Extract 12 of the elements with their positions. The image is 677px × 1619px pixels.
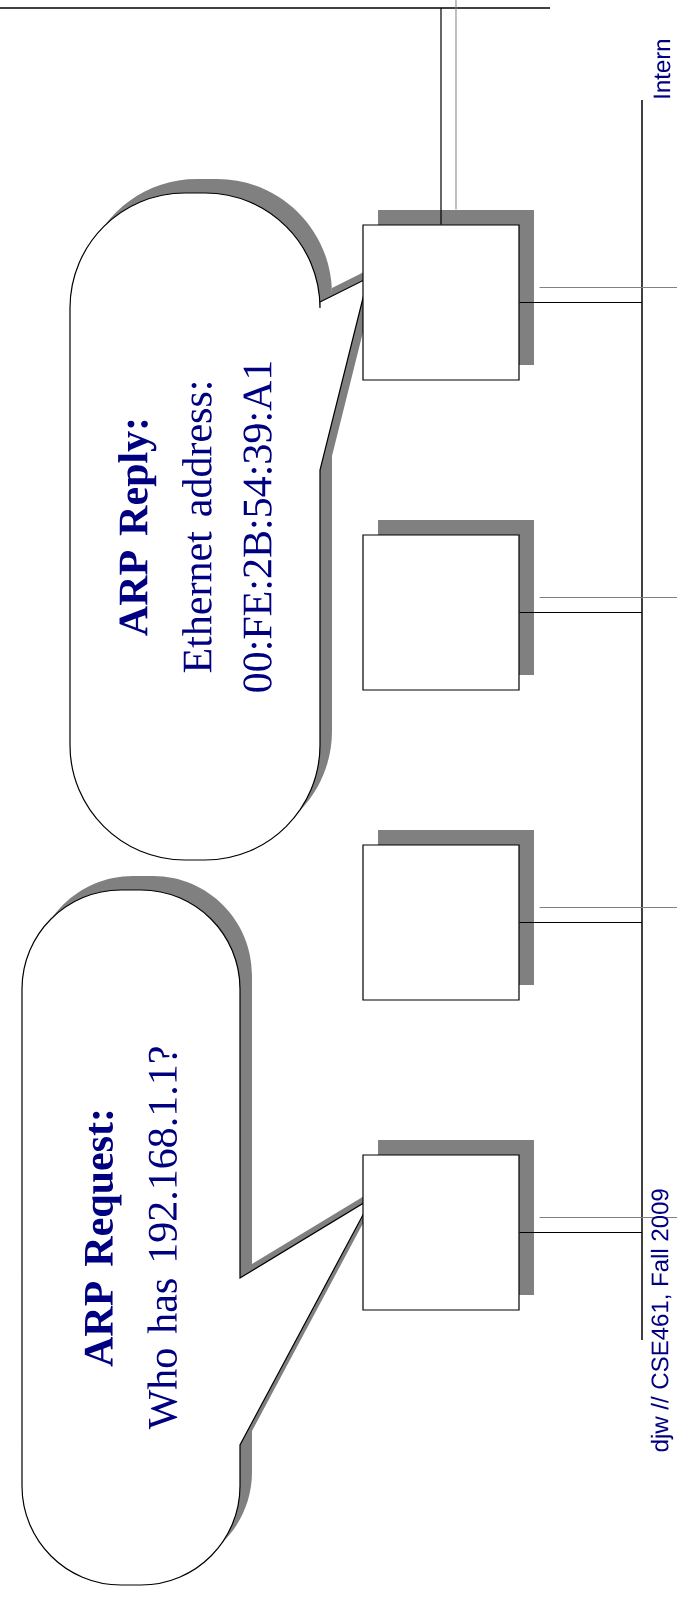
computer-box	[362, 830, 534, 1001]
speech-bubble: ARP Request: Who has 192.168.1.1?	[21, 876, 384, 1586]
bus-line	[641, 100, 643, 1340]
network-cable	[440, 7, 442, 225]
computer-box	[362, 210, 534, 381]
network-cable	[455, 0, 457, 210]
speech-bubble: ARP Reply: Ethernet address: 00:FE:2B:54:39:A1	[69, 179, 380, 861]
computer-box	[362, 1140, 534, 1311]
network-line	[0, 7, 550, 9]
footer-text: Intern	[653, 40, 671, 98]
computer-box	[362, 520, 534, 691]
footer-text: djw // CSE461, Fall 2009	[650, 1189, 674, 1452]
